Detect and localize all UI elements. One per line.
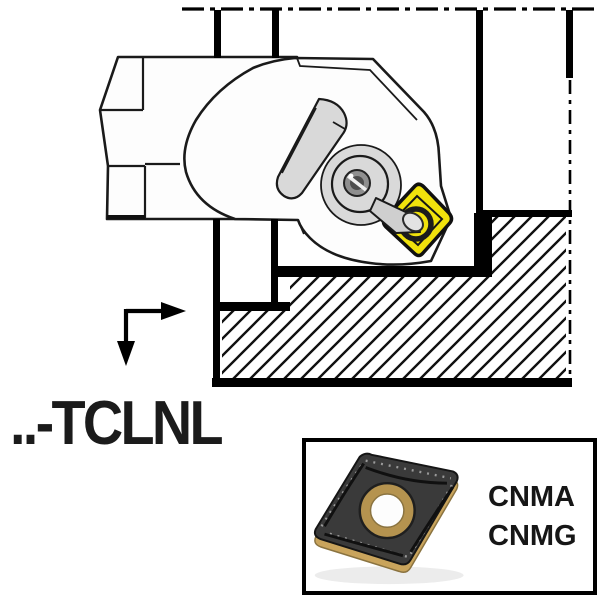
clamp [275,97,402,226]
tool-designation: ..-TCLNL [10,389,224,458]
insert-photo [313,452,464,585]
workpiece-section [212,10,573,387]
insert-label: CNMG [488,519,577,552]
feed-direction-arrow-icon [117,302,186,366]
insert-label: CNMA [488,480,575,513]
centerline [182,7,595,378]
clamp-finger [369,197,424,234]
hatch-area [222,217,566,378]
insert-compatibility-box: CNMA CNMG [302,438,597,595]
insert-labels: CNMA CNMG [486,480,593,552]
main-illustration [98,7,595,387]
